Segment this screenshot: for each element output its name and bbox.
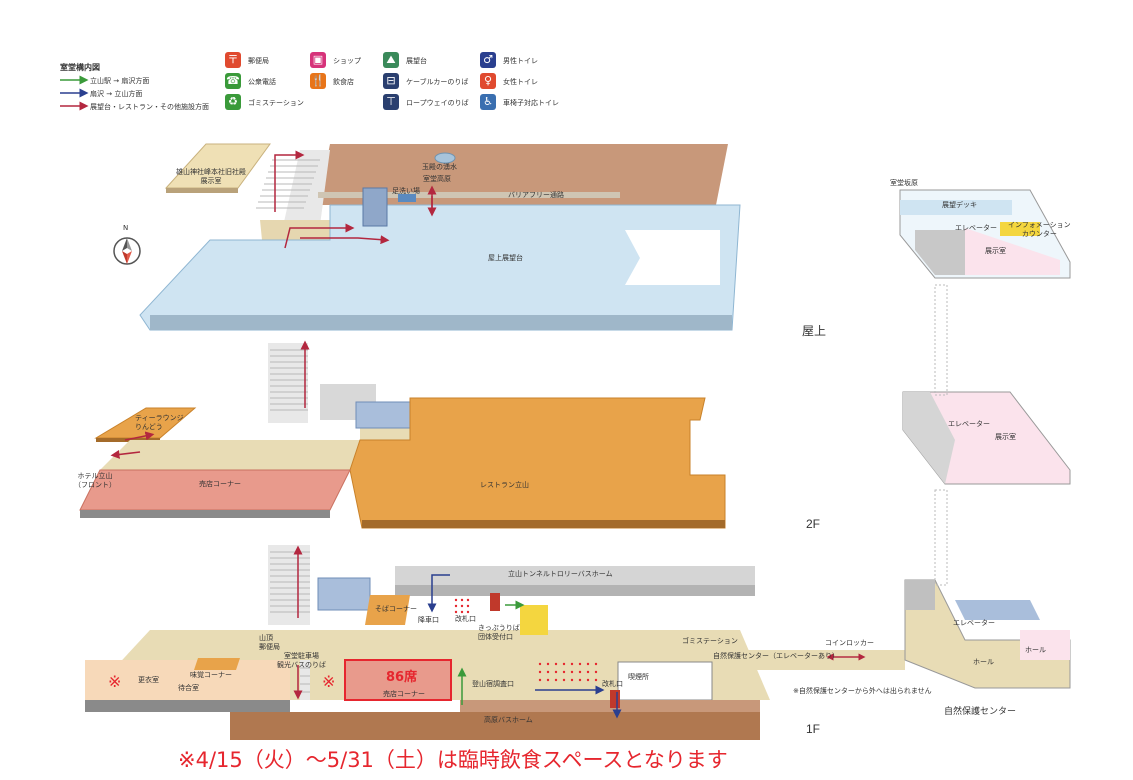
- f1-shop-label: 売店コーナー: [383, 690, 425, 698]
- legend-phone-label: 公衆電話: [248, 78, 276, 86]
- temporary-dining-notice: ※4/15（火）～5/31（土）は臨時飲食スペースとなります: [178, 748, 728, 772]
- rooftop-floor: [139, 143, 741, 331]
- legend-ropeway-label: ロープウェイのりば: [406, 99, 469, 107]
- taste-corner-label: 味覚コーナー: [190, 671, 232, 679]
- seats-count: 86席: [386, 670, 418, 685]
- legend-female-label: 女性トイレ: [503, 78, 538, 86]
- nature-center-title: 自然保護センター: [944, 707, 1017, 717]
- legend-trash-label: ゴミステーション: [248, 99, 304, 107]
- soba-label: そばコーナー: [375, 605, 417, 613]
- waiting-room-label: 待合室: [178, 684, 199, 692]
- f1-trash-label: ゴミステーション: [682, 637, 738, 645]
- nc-hall-label: ホール: [973, 658, 994, 666]
- nc-elevator3-label: エレベーター: [953, 619, 995, 627]
- bus-entry-label: 登山宿調査口: [472, 680, 514, 688]
- gate-label: 改札口: [455, 615, 476, 623]
- phone-icon: ☎: [225, 73, 241, 89]
- nc-top-exit-label: 室堂坂原: [890, 179, 918, 187]
- note-mark-center: ※: [322, 672, 336, 691]
- post-office-label: 山頂 郵便局: [259, 634, 280, 651]
- tickets-label: きっぷうりば 団体受付口: [478, 624, 520, 641]
- nc-deck-label: 展望デッキ: [942, 201, 977, 209]
- nature-note-label: ※自然保護センターから外へは出られません: [793, 687, 932, 695]
- smoking-label: 喫煙所: [628, 673, 649, 681]
- male-toilet-icon: ♂: [480, 52, 496, 68]
- coin-locker-label: コインロッカー: [825, 639, 874, 647]
- rooftop-observation-label: 屋上展望台: [488, 254, 523, 262]
- gate2-label: 改札口: [602, 680, 623, 688]
- f2-shop-label: 売店コーナー: [199, 480, 241, 488]
- nature-path-label: 自然保護センター（エレベーターあり）: [713, 652, 839, 660]
- ropeway-icon: ⊤: [383, 94, 399, 110]
- nc-hall2-label: ホール: [1025, 646, 1046, 654]
- restaurant-tateyama-label: レストラン立山: [480, 481, 529, 489]
- tea-lounge-label: ティーラウンジ りんどう: [135, 414, 184, 431]
- floor-2f: [79, 343, 726, 529]
- legend-route-1: 立山駅 → 扇沢方面: [90, 77, 150, 85]
- nc-exhibit2-label: 展示室: [995, 433, 1016, 441]
- hotel-front-label: ホテル立山 （フロント）: [74, 472, 116, 489]
- restaurant-icon: 🍴: [310, 73, 326, 89]
- compass-label: N: [123, 224, 129, 232]
- shop-icon: ▣: [310, 52, 326, 68]
- legend-route-3: 展望台・レストラン・その他施設方面: [90, 103, 209, 111]
- nc-info-label: インフォメーション カウンター: [1008, 221, 1071, 238]
- trash-icon: ♻: [225, 94, 241, 110]
- note-mark-left: ※: [108, 672, 122, 691]
- floor-label-2f: 2F: [806, 517, 821, 531]
- female-toilet-icon: ♀: [480, 73, 496, 89]
- locker-room-label: 更衣室: [138, 676, 159, 684]
- observation-icon: ⛰: [383, 52, 399, 68]
- legend-post-label: 郵便局: [248, 57, 269, 65]
- floor-label-rooftop: 屋上: [802, 324, 827, 338]
- legend-cable-label: ケーブルカーのりば: [406, 78, 469, 86]
- legend-route-2: 扇沢 → 立山方面: [90, 90, 143, 98]
- nc-elevator-label: エレベーター: [955, 224, 997, 232]
- footbath-label: 足洗い場: [392, 187, 420, 195]
- temporary-dining-highlight: [344, 659, 452, 701]
- spring-label: 玉殿の湧水: [422, 163, 457, 171]
- legend-wheelchair-label: 車椅子対応トイレ: [503, 99, 559, 107]
- legend-observation-label: 展望台: [406, 57, 427, 65]
- cable-car-icon: ⊟: [383, 73, 399, 89]
- legend-restaurant-label: 飲食店: [333, 78, 354, 86]
- compass-icon: [113, 237, 141, 265]
- shrine-exhibit-label: 雄山神社峰本社旧社殿 展示室: [176, 168, 246, 185]
- floor-1f: [85, 545, 905, 740]
- barrierfree-label: バリアフリー通路: [508, 191, 564, 199]
- parking-label: 室堂駐車場 観光バスのりば: [277, 652, 326, 669]
- post-office-icon: 〒: [225, 52, 241, 68]
- nature-center-building: [899, 189, 1071, 689]
- legend-title: 室堂構内図: [60, 63, 100, 72]
- nc-elevator2-label: エレベーター: [948, 420, 990, 428]
- exit-label: 降車口: [418, 616, 439, 624]
- trolley-bus-label: 立山トンネルトロリーバスホーム: [508, 570, 613, 578]
- nc-exhibit-label: 展示室: [985, 247, 1006, 255]
- legend-shop-label: ショップ: [333, 57, 361, 65]
- floor-label-1f: 1F: [806, 722, 821, 736]
- legend-male-label: 男性トイレ: [503, 57, 538, 65]
- highland-bus-label: 高原バスホーム: [484, 716, 533, 724]
- plateau-label: 室堂高原: [423, 175, 451, 183]
- wheelchair-icon: ♿: [480, 94, 496, 110]
